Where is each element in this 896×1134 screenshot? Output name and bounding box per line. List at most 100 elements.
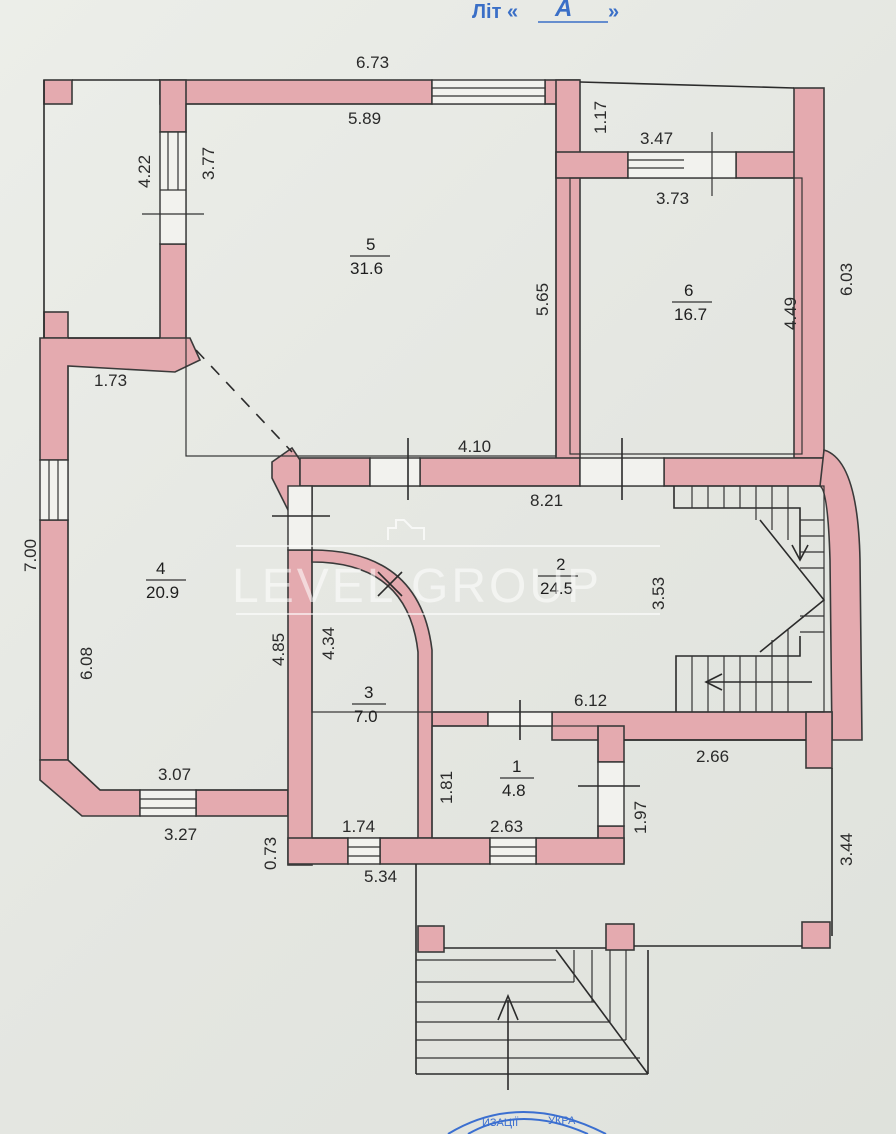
dim-hall-top: 8.21 bbox=[530, 491, 563, 510]
room5-outline bbox=[185, 103, 557, 457]
dashed-diagonal bbox=[195, 349, 293, 453]
lit-letter: А bbox=[554, 0, 572, 22]
stair-winder bbox=[759, 519, 826, 653]
wall-room4-bottom-right bbox=[195, 789, 289, 817]
watermark: LEVEL GROUP bbox=[232, 519, 660, 615]
stair-upper-rail bbox=[673, 486, 801, 560]
stair-upper-steps bbox=[691, 486, 824, 569]
watermark-building-icon bbox=[387, 519, 425, 540]
window-room4-left bbox=[39, 459, 69, 521]
stair-arrow-left bbox=[704, 673, 723, 691]
lit-label: Літ « bbox=[472, 1, 518, 23]
interior-stairs bbox=[673, 486, 826, 712]
wall-bottom-right bbox=[535, 837, 625, 865]
dim-room1-right: 1.97 bbox=[631, 801, 650, 834]
wall-room6-top-left bbox=[555, 151, 629, 179]
dim-room6-top-outer: 3.47 bbox=[640, 129, 673, 148]
wall-room5-right bbox=[555, 79, 581, 461]
wall-bay-curve bbox=[819, 448, 863, 741]
svg-text:4.8: 4.8 bbox=[502, 781, 526, 800]
dim-room3-bottom: 1.74 bbox=[342, 817, 375, 836]
room-label-3: 3 7.0 bbox=[352, 683, 386, 726]
dim-room4-top: 1.73 bbox=[94, 371, 127, 390]
room-label-5: 5 31.6 bbox=[350, 235, 390, 278]
dim-room6-right: 4.49 bbox=[781, 297, 800, 330]
wall-room4-corner bbox=[39, 759, 141, 817]
dim-top-overall: 6.73 bbox=[356, 53, 389, 72]
wall-room4-left bbox=[39, 519, 69, 761]
wall-room1-right-upper bbox=[597, 725, 625, 763]
room-label-6: 6 16.7 bbox=[672, 281, 712, 324]
dim-left-top-h: 4.22 bbox=[135, 155, 154, 188]
svg-text:2: 2 bbox=[556, 555, 565, 574]
dim-left-top-inner: 3.77 bbox=[199, 147, 218, 180]
dim-room5-top: 5.89 bbox=[348, 109, 381, 128]
dim-room1-left: 1.81 bbox=[437, 771, 456, 804]
porch-stairs bbox=[416, 949, 649, 1090]
lit-header: Літ « А » bbox=[472, 0, 619, 23]
svg-text:1: 1 bbox=[512, 757, 521, 776]
svg-text:4: 4 bbox=[156, 559, 165, 578]
dim-room3-left: 4.34 bbox=[319, 627, 338, 660]
dim-hall-right: 3.53 bbox=[649, 577, 668, 610]
room-label-2: 2 24.5 bbox=[538, 555, 578, 598]
wall-room5-left-lower bbox=[159, 243, 187, 341]
porch-post-right bbox=[801, 921, 831, 949]
dim-hall-bottom: 6.12 bbox=[574, 691, 607, 710]
wall-bottom-middle bbox=[379, 837, 491, 865]
dim-left-overall: 7.00 bbox=[21, 539, 40, 572]
window-top bbox=[431, 79, 546, 105]
dim-room1-bottom: 2.63 bbox=[490, 817, 523, 836]
porch-arrow bbox=[497, 993, 519, 1021]
wall-room4-top bbox=[39, 337, 202, 461]
seal-outer-arc bbox=[447, 1111, 607, 1134]
wall-room5-left-upper bbox=[159, 79, 187, 133]
annex-corner-top bbox=[43, 79, 73, 105]
door-room1-porch bbox=[578, 761, 640, 827]
svg-text:31.6: 31.6 bbox=[350, 259, 383, 278]
svg-text:20.9: 20.9 bbox=[146, 583, 179, 602]
dim-room4-left: 6.08 bbox=[77, 647, 96, 680]
dim-room4-bottom-outer: 3.27 bbox=[164, 825, 197, 844]
door-room3-cross bbox=[377, 571, 403, 597]
wall-right-outer bbox=[793, 87, 825, 459]
window-room4-bottom bbox=[139, 789, 197, 817]
walls bbox=[39, 79, 863, 953]
dim-right-overall: 6.03 bbox=[837, 263, 856, 296]
dim-room4-right: 4.85 bbox=[269, 633, 288, 666]
svg-text:16.7: 16.7 bbox=[674, 305, 707, 324]
seal-text-left: ИЗАЦІЇ bbox=[482, 1117, 519, 1129]
dim-porch-right: 3.44 bbox=[837, 833, 856, 866]
room-label-4: 4 20.9 bbox=[146, 559, 186, 602]
lit-close: » bbox=[608, 1, 619, 23]
svg-text:5: 5 bbox=[366, 235, 375, 254]
stamp-seal: ИЗАЦІЇ УКРА bbox=[447, 1111, 607, 1134]
room-label-1: 1 4.8 bbox=[500, 757, 534, 800]
window-room6-top bbox=[627, 132, 737, 196]
dim-left-small: 0.73 bbox=[261, 837, 280, 870]
svg-text:3: 3 bbox=[364, 683, 373, 702]
wall-hall-bottom-left bbox=[431, 711, 489, 727]
dim-room5-right: 5.65 bbox=[533, 283, 552, 316]
annex-corner-bottom bbox=[43, 311, 69, 339]
porch-post-left bbox=[417, 925, 445, 953]
wall-hall-top-right bbox=[663, 457, 825, 487]
doors bbox=[272, 438, 665, 827]
door-room1-hall bbox=[487, 700, 553, 740]
windows bbox=[39, 79, 737, 865]
window-bottom-middle bbox=[489, 837, 537, 865]
dim-room5-bottom: 4.10 bbox=[458, 437, 491, 456]
stair-arrow-down bbox=[791, 544, 809, 562]
dim-porch-top: 2.66 bbox=[696, 747, 729, 766]
wall-bottom-left bbox=[287, 837, 349, 865]
dim-room6-top: 3.73 bbox=[656, 189, 689, 208]
watermark-text: LEVEL GROUP bbox=[232, 560, 602, 613]
window-annex bbox=[142, 131, 204, 245]
room-labels: 5 31.6 6 16.7 4 20.9 2 24.5 3 7.0 1 4.8 bbox=[146, 235, 712, 800]
svg-text:7.0: 7.0 bbox=[354, 707, 378, 726]
door-room6-hall bbox=[579, 438, 665, 500]
wall-top-left bbox=[159, 79, 433, 105]
door-room5-hall bbox=[369, 438, 421, 500]
